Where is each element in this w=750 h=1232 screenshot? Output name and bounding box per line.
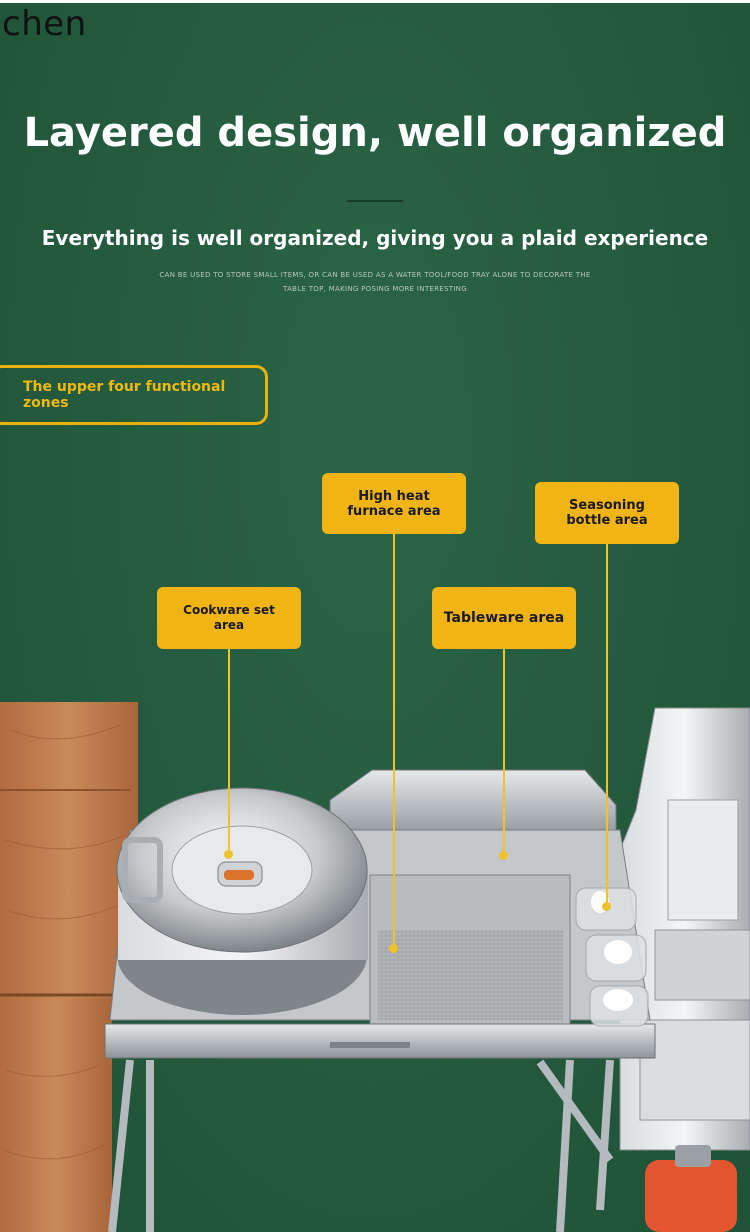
side-cabinet <box>619 707 750 1151</box>
tag-high-heat-line-2: furnace area <box>347 503 441 519</box>
watermark-text: chen <box>2 4 87 44</box>
tag-cookware-line-1: Cookware set <box>183 603 275 617</box>
small-note-line-1: CAN BE USED TO STORE SMALL ITEMS, OR CAN… <box>159 271 591 279</box>
wood-panel <box>0 702 138 1232</box>
tag-high-heat-line-1: High heat <box>358 488 430 504</box>
leader-tableware <box>503 649 505 854</box>
gas-canister <box>645 1145 737 1232</box>
tag-tableware: Tableware area <box>432 587 576 649</box>
dot-cookware <box>224 850 233 859</box>
tag-tableware-label: Tableware area <box>443 609 565 626</box>
small-note-line-2: TABLE TOP, MAKING POSING MORE INTERESTIN… <box>283 285 467 293</box>
cookware-pot <box>116 787 368 1015</box>
functional-zones-label: The upper four functional zones <box>23 379 226 411</box>
kitchen-table-illustration <box>0 702 750 1232</box>
dot-tableware <box>499 851 508 860</box>
title-divider <box>347 200 403 202</box>
tag-seasoning-line-1: Seasoning <box>569 498 645 513</box>
dot-high-heat <box>389 944 398 953</box>
tag-high-heat-furnace: High heat furnace area <box>322 473 466 534</box>
page-subtitle: Everything is well organized, giving you… <box>41 226 709 250</box>
tag-seasoning-line-2: bottle area <box>566 513 648 528</box>
tag-cookware-line-2: area <box>213 618 245 632</box>
top-border <box>0 0 750 3</box>
functional-zones-badge: The upper four functional zones <box>0 365 268 425</box>
page-title: Layered design, well organized <box>23 110 727 156</box>
leader-seasoning <box>606 544 608 904</box>
small-note: CAN BE USED TO STORE SMALL ITEMS, OR CAN… <box>140 268 610 296</box>
leader-cookware <box>228 649 230 852</box>
leader-high-heat <box>393 534 395 948</box>
seasoning-bottles <box>575 887 649 1027</box>
tag-cookware-set: Cookware set area <box>157 587 301 649</box>
table-legs <box>108 1059 614 1232</box>
dot-seasoning <box>602 902 611 911</box>
tag-seasoning-bottle: Seasoning bottle area <box>535 482 679 544</box>
